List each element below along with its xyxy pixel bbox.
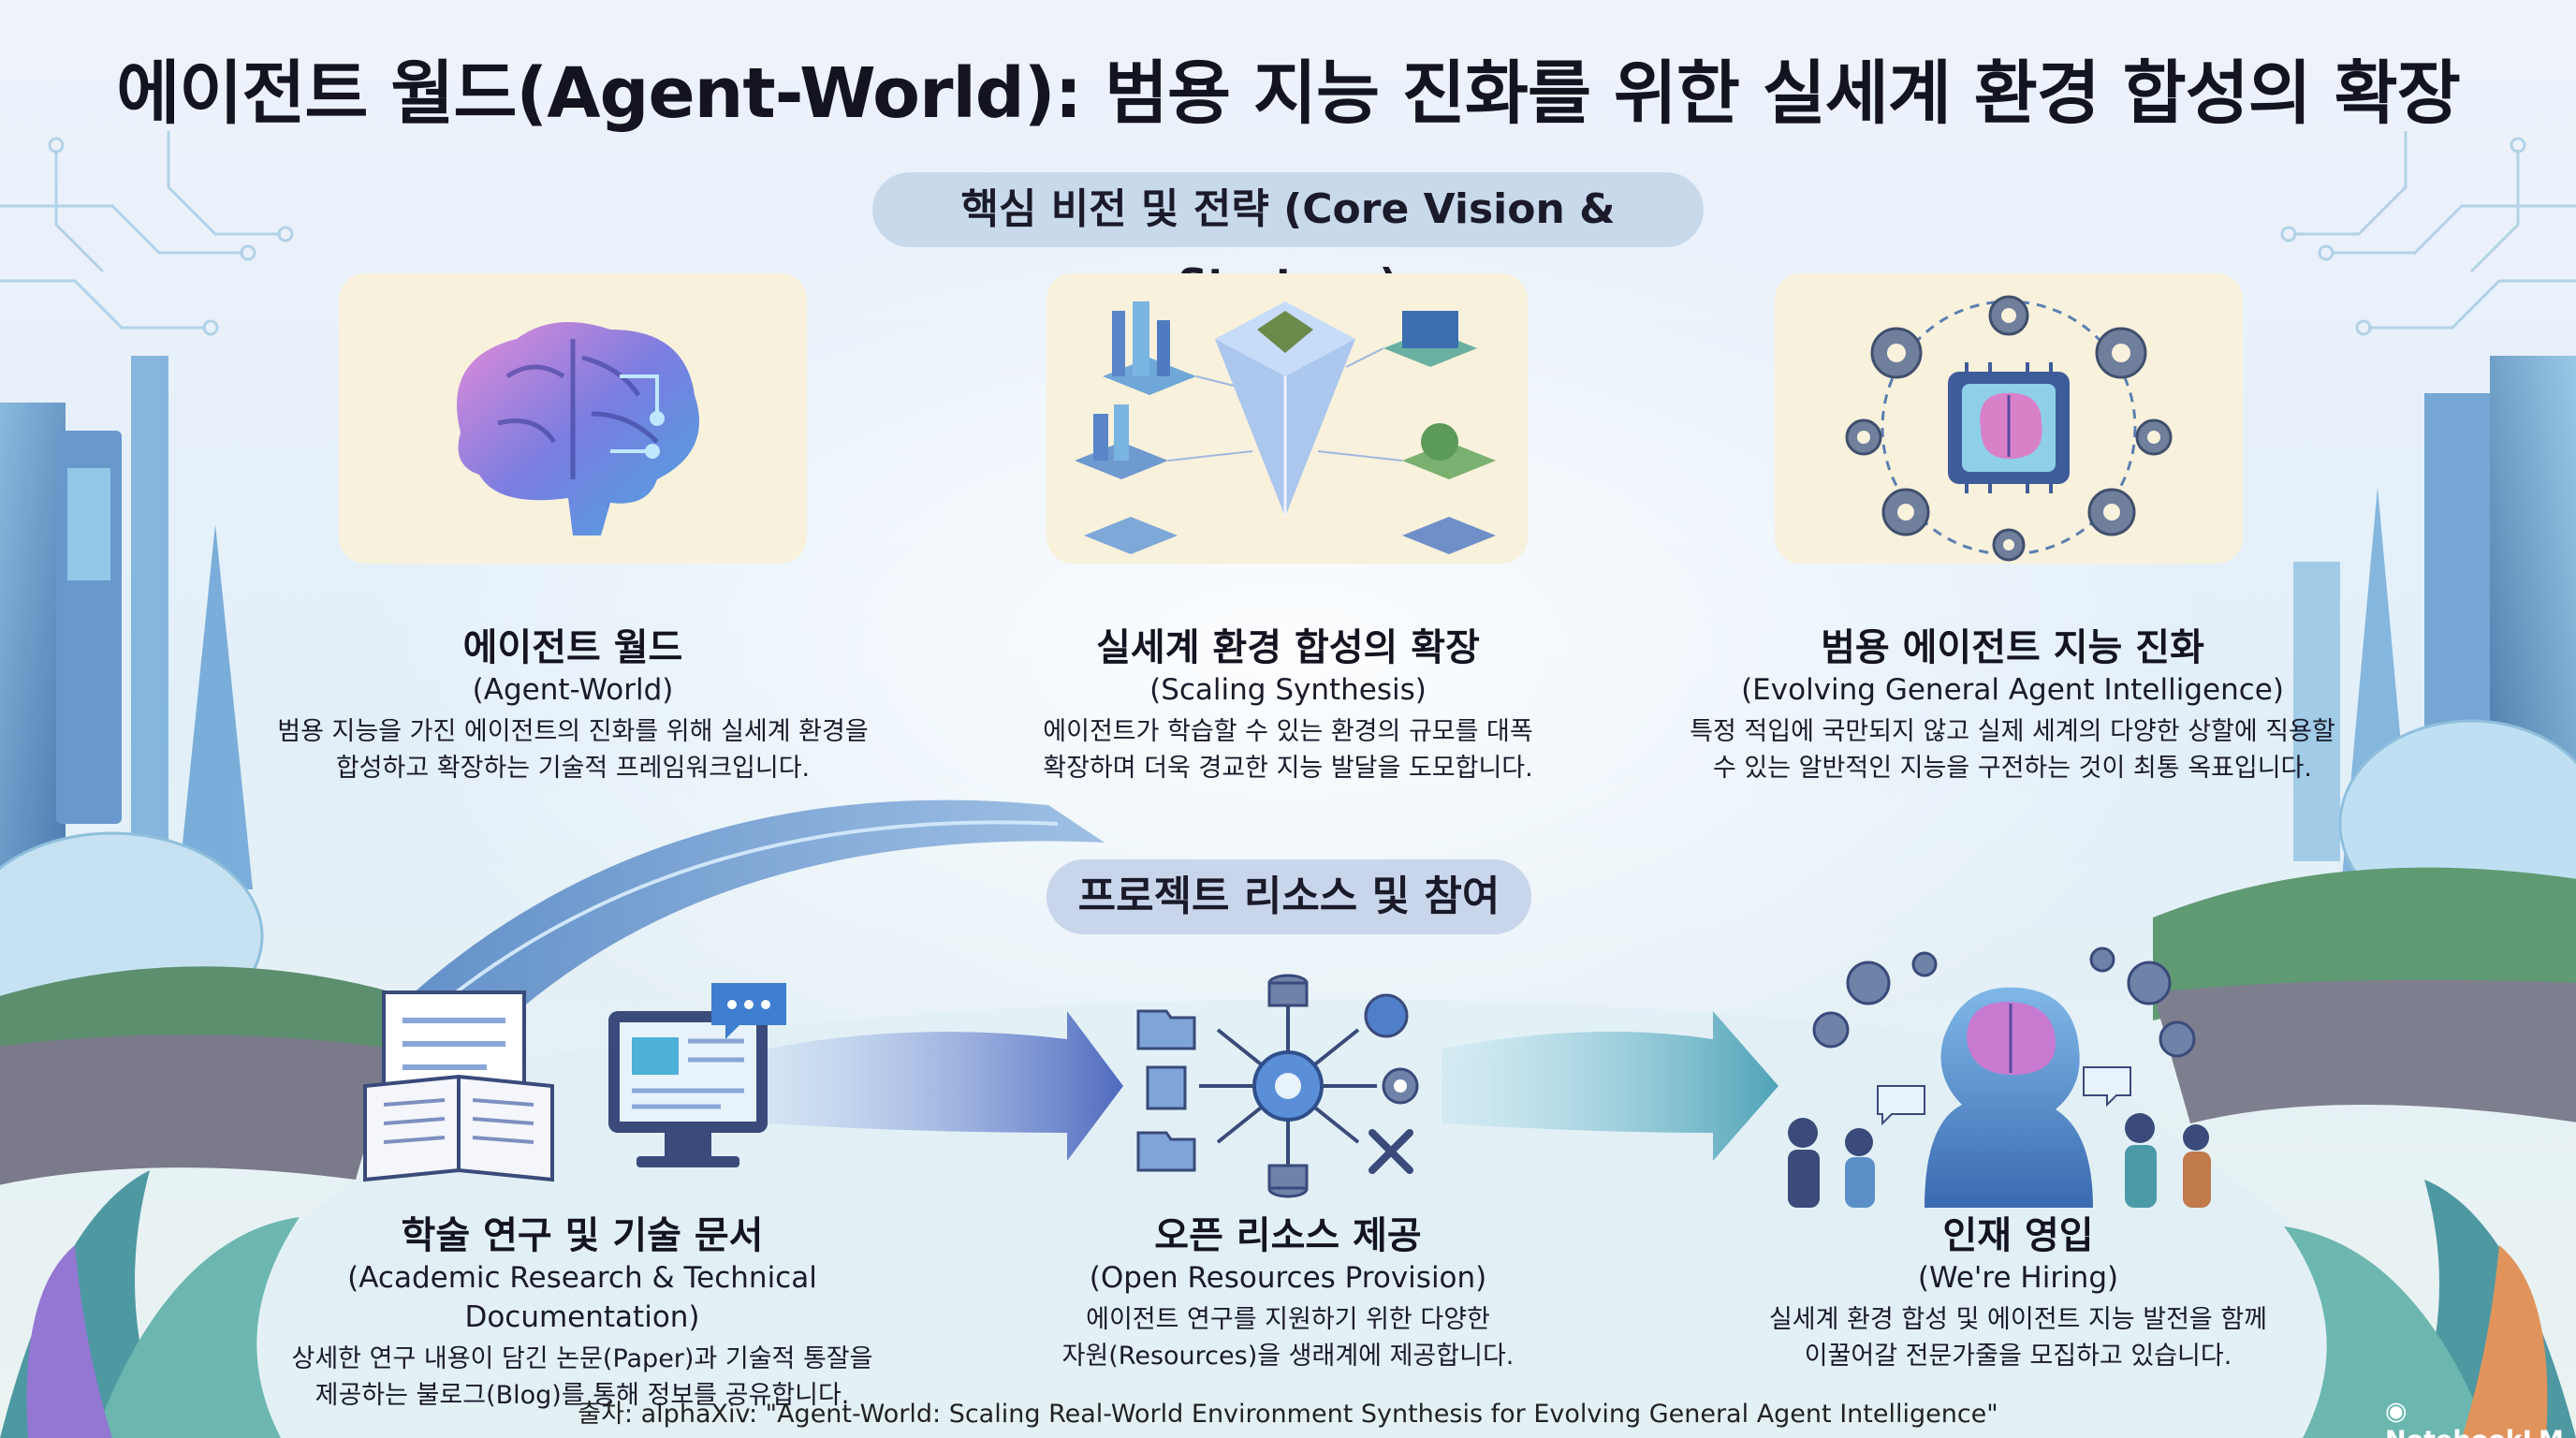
brain-icon bbox=[457, 322, 699, 536]
item-desc: 에이전트가 학습할 수 있는 환경의 규모를 대폭 확장하며 더욱 경교한 지능… bbox=[960, 713, 1616, 786]
notebooklm-logo-icon: ◉ bbox=[2385, 1397, 2408, 1426]
brand-label: NotebookLM bbox=[2385, 1426, 2564, 1438]
hiring-team-icon bbox=[1788, 946, 2211, 1208]
synthesis-card bbox=[1046, 273, 1528, 564]
brain-card bbox=[339, 273, 807, 564]
book-monitor-icon bbox=[363, 983, 786, 1182]
item-subtitle: (Evolving General Agent Intelligence) bbox=[1741, 673, 2284, 707]
section-core-vision: 핵심 비전 및 전략 (Core Vision & Strategy) bbox=[872, 172, 1704, 308]
page-title: 에이전트 월드(Agent-World): 범용 지능 진화를 위한 실세계 환… bbox=[116, 53, 2461, 134]
item-desc: 특정 적입에 국만되지 않고 실제 세계의 다양한 상할에 직용할 수 있는 알… bbox=[1638, 713, 2387, 786]
desc-line: 상세한 연구 내용이 담긴 논문(Paper)과 기술적 통잘을 bbox=[291, 1344, 873, 1373]
item-desc: 범용 지능을 가진 에이전트의 진화를 위해 실세계 환경을 합성하고 확장하는… bbox=[245, 713, 900, 786]
item-agent-world: 에이전트 월드 (Agent-World) 범용 지능을 가진 에이전트의 진화… bbox=[245, 625, 900, 786]
item-desc: 상세한 연구 내용이 담긴 논문(Paper)과 기술적 통잘을 제공하는 불로… bbox=[227, 1341, 938, 1414]
item-subtitle: (Scaling Synthesis) bbox=[1149, 673, 1427, 707]
agent-intelligence-card bbox=[1775, 273, 2243, 564]
desc-line: 범용 지능을 가진 에이전트의 진화를 위해 실세계 환경을 bbox=[277, 717, 869, 746]
chip-gears-icon bbox=[1845, 295, 2173, 562]
item-academic-research: 학술 연구 및 기술 문서 (Academic Research & Techn… bbox=[227, 1213, 938, 1414]
item-scaling-synthesis: 실세계 환경 합성의 확장 (Scaling Synthesis) 에이전트가 … bbox=[960, 625, 1616, 786]
section-project-resources: 프로젝트 리소스 및 참여 bbox=[1046, 859, 1531, 934]
item-subtitle: (Academic Research & Technical Documenta… bbox=[347, 1261, 817, 1334]
item-title: 에이전트 월드 bbox=[462, 626, 683, 669]
desc-line: 자원(Resources)을 생래계에 제공합니다. bbox=[1061, 1342, 1515, 1371]
item-open-resources: 오픈 리소스 제공 (Open Resources Provision) 에이전… bbox=[988, 1213, 1588, 1374]
item-title: 학술 연구 및 기술 문서 bbox=[401, 1214, 764, 1257]
item-subtitle: (Open Resources Provision) bbox=[1089, 1261, 1487, 1295]
desc-line: 합성하고 확장하는 기술적 프레임워크입니다. bbox=[335, 754, 811, 783]
item-desc: 에이전트 연구를 지원하기 위한 다양한 자원(Resources)을 생래계에… bbox=[988, 1301, 1588, 1374]
world-synthesis-icon bbox=[1075, 301, 1496, 554]
desc-line: 에이전트 연구를 지원하기 위한 다양한 bbox=[1086, 1305, 1490, 1334]
source-citation: 출차: alphaXiv: "Agent-World: Scaling Real… bbox=[578, 1400, 1998, 1429]
desc-line: 특정 적입에 국만되지 않고 실제 세계의 다양한 상할에 직용할 bbox=[1690, 717, 2335, 746]
item-desc: 실세계 환경 합성 및 에이전트 지능 발전을 함께 이꿀어갈 전문가줄을 모집… bbox=[1709, 1301, 2327, 1374]
item-title: 범용 에이전트 지능 진화 bbox=[1821, 626, 2204, 669]
item-title: 인재 영입 bbox=[1942, 1214, 2094, 1257]
item-evolving-intelligence: 범용 에이전트 지능 진화 (Evolving General Agent In… bbox=[1638, 625, 2387, 786]
desc-line: 이꿀어갈 전문가줄을 모집하고 있습니다. bbox=[1804, 1342, 2232, 1371]
item-subtitle: (Agent-World) bbox=[472, 673, 674, 707]
network-hub-icon bbox=[1136, 974, 1419, 1198]
desc-line: 수 있는 알반적인 지능을 구전하는 것이 최통 옥표입니다. bbox=[1713, 754, 2312, 783]
item-subtitle: (We're Hiring) bbox=[1917, 1261, 2119, 1295]
desc-line: 확장하며 더욱 경교한 지능 발달을 도모합니다. bbox=[1043, 754, 1533, 783]
notebooklm-brand: ◉ NotebookLM bbox=[2385, 1397, 2576, 1438]
desc-line: 에이전트가 학습할 수 있는 환경의 규모를 대폭 bbox=[1043, 717, 1533, 746]
desc-line: 제공하는 불로그(Blog)를 통해 정보를 공유합니다. bbox=[315, 1381, 850, 1410]
item-title: 오픈 리소스 제공 bbox=[1154, 1214, 1422, 1257]
item-title: 실세계 환경 합성의 확장 bbox=[1096, 626, 1480, 669]
item-hiring: 인재 영입 (We're Hiring) 실세계 환경 합성 및 에이전트 지능… bbox=[1709, 1213, 2327, 1374]
desc-line: 실세계 환경 합성 및 에이전트 지능 발전을 함께 bbox=[1768, 1305, 2268, 1334]
